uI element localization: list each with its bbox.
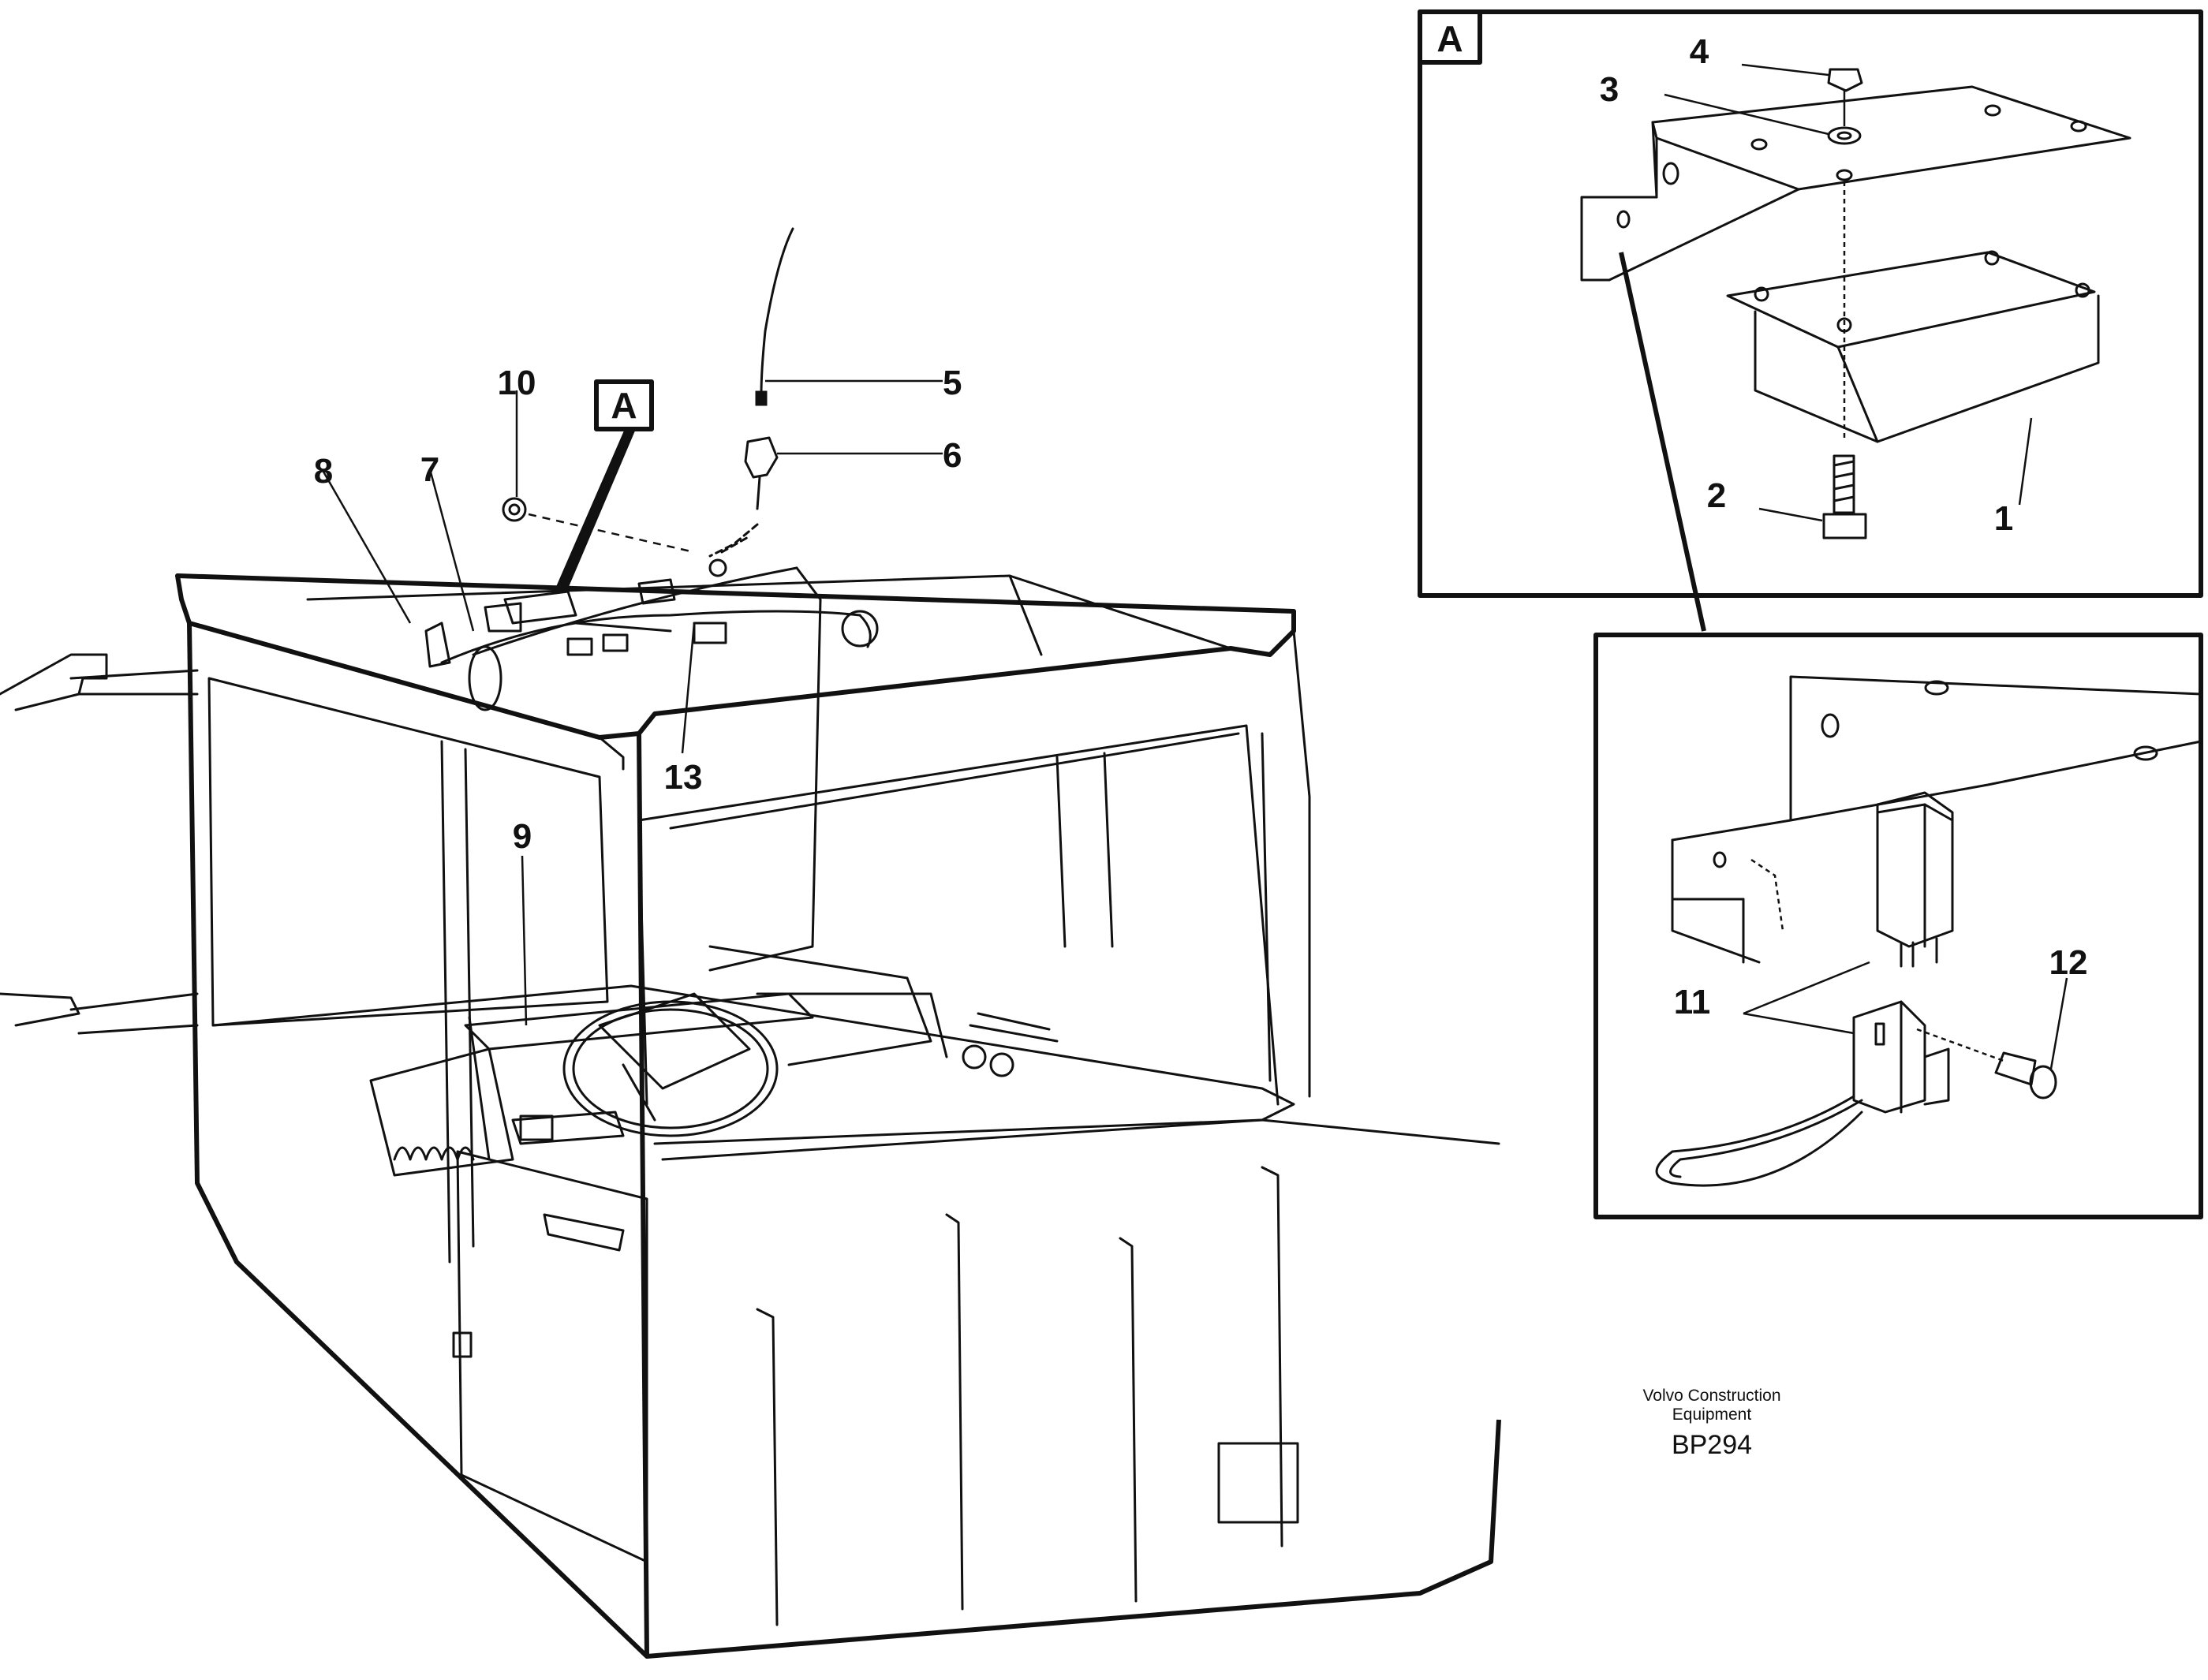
callout-11: 11 xyxy=(1674,983,1711,1021)
view-label-detail-text: A xyxy=(1437,18,1463,59)
callout-4: 4 xyxy=(1690,32,1709,71)
callout-6: 6 xyxy=(943,436,962,475)
view-label-main-a: A xyxy=(594,379,654,431)
detail-view-relay-bracket xyxy=(1593,633,2203,1219)
detail-view-a-relay-box xyxy=(1418,9,2203,598)
main-leaders xyxy=(322,379,943,1026)
view-label-main-text: A xyxy=(611,385,637,426)
callout-1: 1 xyxy=(1994,499,2013,538)
credit-line-2: Equipment xyxy=(1672,1406,1752,1424)
view-label-detail-a: A xyxy=(1418,9,1482,65)
callout-2: 2 xyxy=(1707,476,1726,515)
cab-illustration xyxy=(0,227,1501,1659)
callout-8: 8 xyxy=(314,452,333,491)
detail-connector xyxy=(1619,252,1706,632)
drawing-code: BP294 xyxy=(1672,1430,1752,1460)
callout-12: 12 xyxy=(2049,943,2088,982)
callout-10: 10 xyxy=(498,364,536,402)
callout-3: 3 xyxy=(1600,70,1619,109)
credit-line-1: Volvo Construction xyxy=(1642,1387,1780,1405)
callout-5: 5 xyxy=(943,364,962,402)
callout-7: 7 xyxy=(420,450,439,489)
callout-9: 9 xyxy=(513,817,532,856)
callout-13: 13 xyxy=(664,758,703,797)
